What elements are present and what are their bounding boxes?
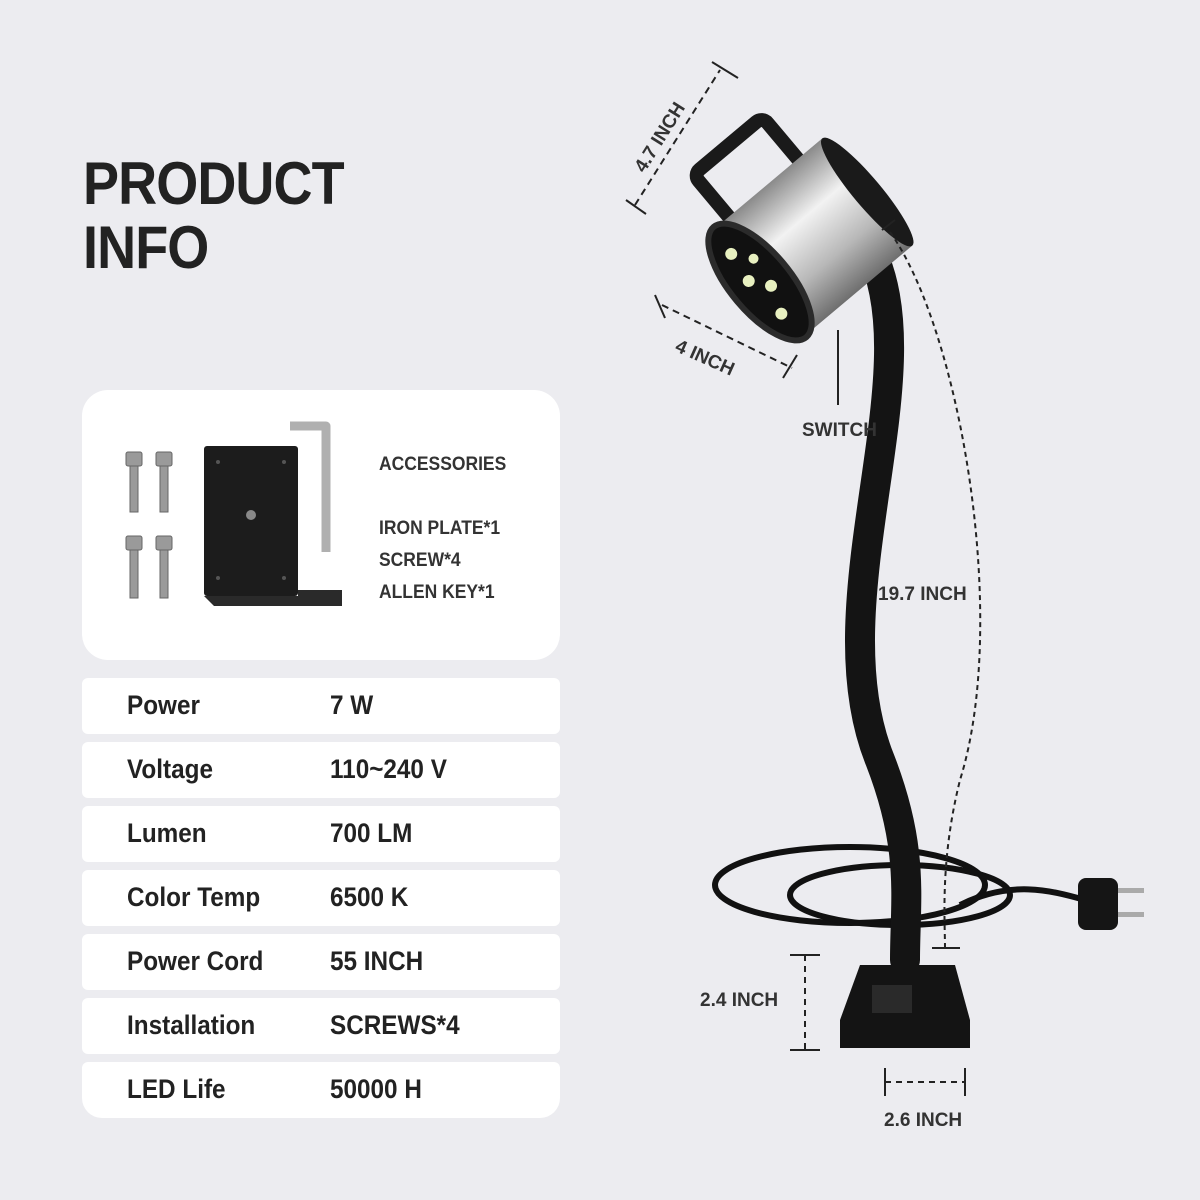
screw-icon	[155, 535, 173, 599]
spec-label: Color Temp	[127, 882, 261, 912]
screw-icon	[155, 451, 173, 513]
accessories-card: ACCESSORIES IRON PLATE*1 SCREW*4 ALLEN K…	[82, 390, 560, 660]
spec-value: 6500 K	[330, 882, 409, 912]
spec-value: 700 LM	[330, 818, 413, 848]
allen-key-icon	[290, 421, 331, 552]
switch-label: SWITCH	[802, 420, 877, 441]
spec-row: Installation SCREWS*4	[82, 998, 560, 1054]
spec-value: 55 INCH	[330, 946, 424, 976]
plug-icon	[1078, 878, 1144, 930]
spec-label: Lumen	[127, 818, 207, 848]
accessory-item: IRON PLATE*1	[379, 518, 501, 539]
accessories-heading: ACCESSORIES	[379, 454, 507, 475]
dimension-lines	[625, 61, 982, 1096]
spec-label: Voltage	[127, 754, 213, 784]
spec-value: 7 W	[330, 690, 374, 720]
screw-icons	[125, 451, 173, 599]
spec-label: Installation	[127, 1010, 256, 1040]
head-length-label: 4.7 INCH	[630, 98, 690, 177]
accessories-illustration	[125, 421, 342, 606]
spec-value: SCREWS*4	[330, 1010, 460, 1040]
base-height-label: 2.4 INCH	[700, 990, 779, 1011]
spec-row: LED Life 50000 H	[82, 1062, 560, 1118]
spec-label: LED Life	[127, 1074, 226, 1104]
spec-row: Power 7 W	[82, 678, 560, 734]
screw-icon	[125, 451, 143, 513]
spec-value: 50000 H	[330, 1074, 422, 1104]
led-icons	[725, 247, 788, 320]
power-cord	[712, 844, 1086, 928]
spec-row: Color Temp 6500 K	[82, 870, 560, 926]
title-line-2: INFO	[83, 214, 209, 281]
spec-row: Power Cord 55 INCH	[82, 934, 560, 990]
spec-row: Lumen 700 LM	[82, 806, 560, 862]
neck-length-label: 19.7 INCH	[878, 584, 967, 605]
screw-icon	[125, 535, 143, 599]
accessory-item: SCREW*4	[379, 550, 461, 571]
spec-label: Power	[127, 690, 200, 720]
iron-plate-icon	[204, 446, 342, 606]
lamp-head	[689, 113, 914, 344]
head-diameter-label: 4 INCH	[671, 335, 738, 381]
spec-row: Voltage 110~240 V	[82, 742, 560, 798]
spec-label: Power Cord	[127, 946, 264, 976]
spec-value: 110~240 V	[330, 754, 447, 784]
base-width-label: 2.6 INCH	[884, 1110, 963, 1131]
accessory-item: ALLEN KEY*1	[379, 582, 495, 603]
title-line-1: PRODUCT	[83, 150, 345, 217]
lamp-base	[840, 965, 970, 1048]
